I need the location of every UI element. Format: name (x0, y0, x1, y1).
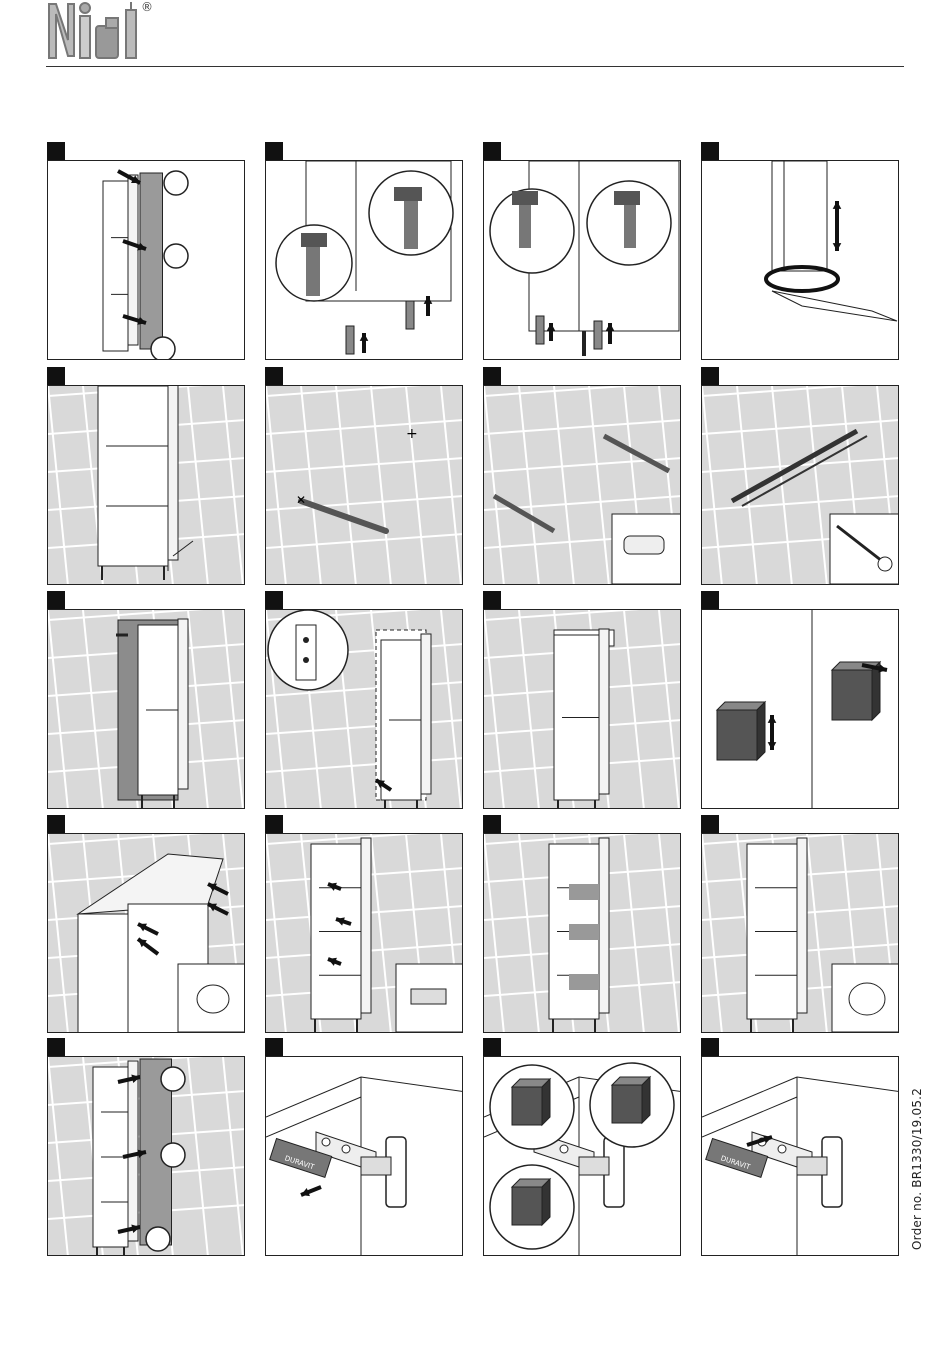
step-number-badge (701, 591, 719, 609)
step-number-badge (483, 367, 501, 385)
step-illustration (702, 161, 899, 360)
step-panel-rail-attachment (483, 609, 681, 809)
step-illustration (484, 1057, 681, 1256)
step-illustration (48, 610, 245, 809)
step-panel-cabinet-door-removal (47, 160, 245, 360)
step-number-badge (265, 142, 283, 160)
step-number-badge (47, 815, 65, 833)
step-illustration (48, 386, 245, 585)
step-panel-top-shelf-supports (47, 833, 245, 1033)
step-number-badge (701, 142, 719, 160)
step-number-badge (701, 367, 719, 385)
step-panel-cabinet-against-tiled-wall (47, 385, 245, 585)
step-panel-cabinet-hung-on-wall (47, 609, 245, 809)
svg-text:✕: ✕ (296, 493, 306, 507)
step-illustration (484, 386, 681, 585)
step-illustration (266, 834, 463, 1033)
registered-mark: ® (141, 0, 153, 14)
step-panel-shelf-pin-insertion (265, 833, 463, 1033)
header-divider (46, 66, 904, 67)
step-illustration (48, 1057, 245, 1256)
step-panel-rear-leg-mounting (483, 160, 681, 360)
step-illustration (702, 834, 899, 1033)
step-illustration (484, 161, 681, 360)
step-number-badge (483, 815, 501, 833)
step-panel-front-leg-mounting (265, 160, 463, 360)
step-panel-shelves-inserted (483, 833, 681, 1033)
step-panel-hinge-cover-refit: DURAVIT (701, 1056, 899, 1256)
step-panel-drilling-and-wall-plugs (483, 385, 681, 585)
step-illustration (484, 834, 681, 1033)
step-illustration (266, 161, 463, 360)
step-number-badge (265, 591, 283, 609)
step-illustration (702, 610, 899, 809)
step-number-badge (47, 591, 65, 609)
step-panel-marking-drill-holes: +✕ (265, 385, 463, 585)
step-number-badge (483, 1038, 501, 1056)
step-panel-leg-height-adjustment (701, 160, 899, 360)
step-number-badge (47, 142, 65, 160)
step-number-badge (701, 1038, 719, 1056)
step-illustration (484, 610, 681, 809)
step-illustration (266, 610, 463, 809)
step-number-badge (483, 142, 501, 160)
step-panel-door-reattachment (47, 1056, 245, 1256)
step-illustration: DURAVIT (266, 1057, 463, 1256)
step-panel-hanger-detail (265, 609, 463, 809)
step-panel-hinge-cover-removal: DURAVIT (265, 1056, 463, 1256)
step-number-badge (483, 591, 501, 609)
step-number-badge (265, 1038, 283, 1056)
step-illustration (48, 161, 245, 360)
step-illustration (48, 834, 245, 1033)
order-number: Order no. BR1330/19.05.2 (910, 1088, 924, 1250)
step-panel-mounting-rail-screws (701, 385, 899, 585)
step-number-badge (47, 1038, 65, 1056)
step-number-badge (265, 815, 283, 833)
tools-logo-icon (46, 0, 146, 64)
step-panel-hanger-adjustment (701, 609, 899, 809)
step-panel-bumper-pads (701, 833, 899, 1033)
step-illustration: DURAVIT (702, 1057, 899, 1256)
step-number-badge (701, 815, 719, 833)
step-number-badge (47, 367, 65, 385)
step-panel-hinge-adjustment (483, 1056, 681, 1256)
step-number-badge (265, 367, 283, 385)
svg-text:+: + (406, 426, 418, 442)
step-illustration (702, 386, 899, 585)
step-illustration: +✕ (266, 386, 463, 585)
